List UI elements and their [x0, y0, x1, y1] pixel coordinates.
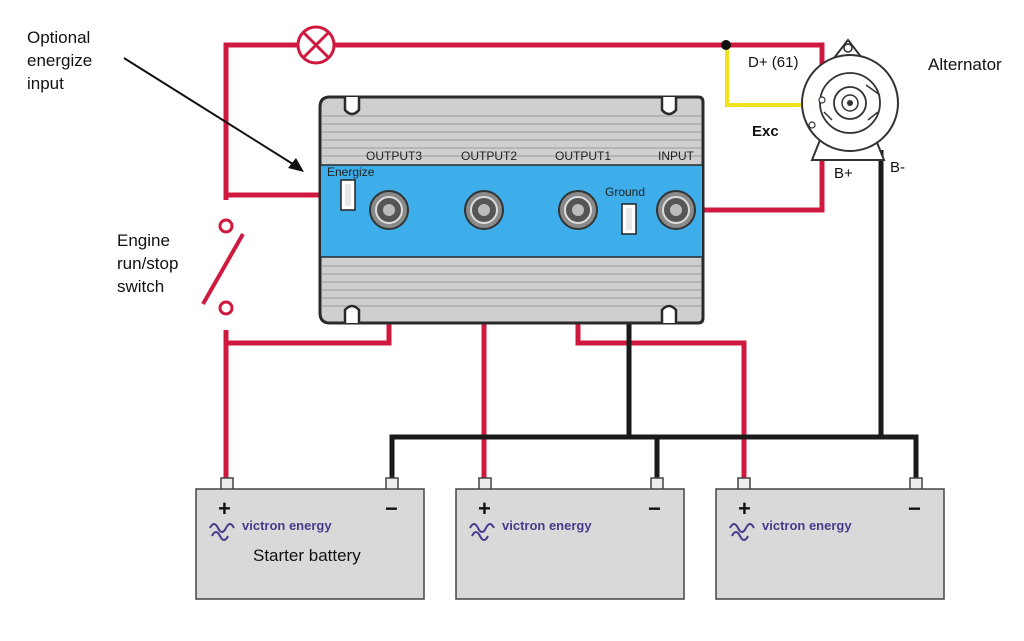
- alternator-label: Alternator: [928, 55, 1002, 74]
- battery-2-minus: −: [648, 496, 661, 521]
- battery-isolator: Energize Ground OUTPUT3 OUTPUT2 OUTPUT1 …: [318, 95, 705, 325]
- starter-battery-label: Starter battery: [253, 546, 361, 565]
- battery-1-brand: victron energy: [242, 518, 332, 533]
- indicator-lamp-icon: [296, 25, 336, 65]
- bolt-output1: [558, 190, 598, 230]
- terminal-label-output2: OUTPUT2: [461, 149, 517, 163]
- battery-1-plus: +: [218, 496, 231, 521]
- wire-ground-bus: [389, 434, 919, 483]
- optional-energize-label-2: energize: [27, 51, 92, 70]
- victron-logo-icon: [209, 523, 235, 541]
- house-battery-3: + − victron energy: [715, 477, 945, 600]
- engine-switch-icon: [201, 200, 245, 330]
- bolt-output2: [464, 190, 504, 230]
- optional-energize-label-3: input: [27, 74, 64, 93]
- wire-lamp-loop: [223, 42, 298, 222]
- battery-3-plus: +: [738, 496, 751, 521]
- junction-dot: [721, 40, 731, 50]
- wire-input-to-bplus: [696, 150, 825, 213]
- terminal-label-input: INPUT: [658, 149, 695, 163]
- battery-2-brand: victron energy: [502, 518, 592, 533]
- battery-3-minus: −: [908, 496, 921, 521]
- battery-2-plus: +: [478, 496, 491, 521]
- alternator-icon: [801, 38, 899, 161]
- b-plus-label: B+: [834, 165, 853, 182]
- bolt-output3: [369, 190, 409, 230]
- victron-logo-icon: [729, 523, 755, 541]
- engine-switch-label-2: run/stop: [117, 254, 178, 273]
- d-plus-label: D+ (61): [748, 54, 798, 71]
- victron-logo-icon: [469, 523, 495, 541]
- battery-1-minus: −: [385, 496, 398, 521]
- battery-3-brand: victron energy: [762, 518, 852, 533]
- terminal-label-output1: OUTPUT1: [555, 149, 611, 163]
- bolt-input: [656, 190, 696, 230]
- engine-switch-label-3: switch: [117, 277, 164, 296]
- ground-label: Ground: [605, 185, 645, 199]
- annotation-arrow: [123, 57, 304, 172]
- exc-label: Exc: [752, 123, 779, 140]
- optional-energize-label-1: Optional: [27, 28, 90, 47]
- engine-switch-label-1: Engine: [117, 231, 170, 250]
- starter-battery: + − victron energy Starter battery: [195, 477, 425, 600]
- wire-excitation: [725, 45, 808, 107]
- terminal-label-output3: OUTPUT3: [366, 149, 422, 163]
- b-minus-label: B-: [890, 159, 905, 176]
- house-battery-2: + − victron energy: [455, 477, 685, 600]
- energize-label: Energize: [327, 165, 375, 179]
